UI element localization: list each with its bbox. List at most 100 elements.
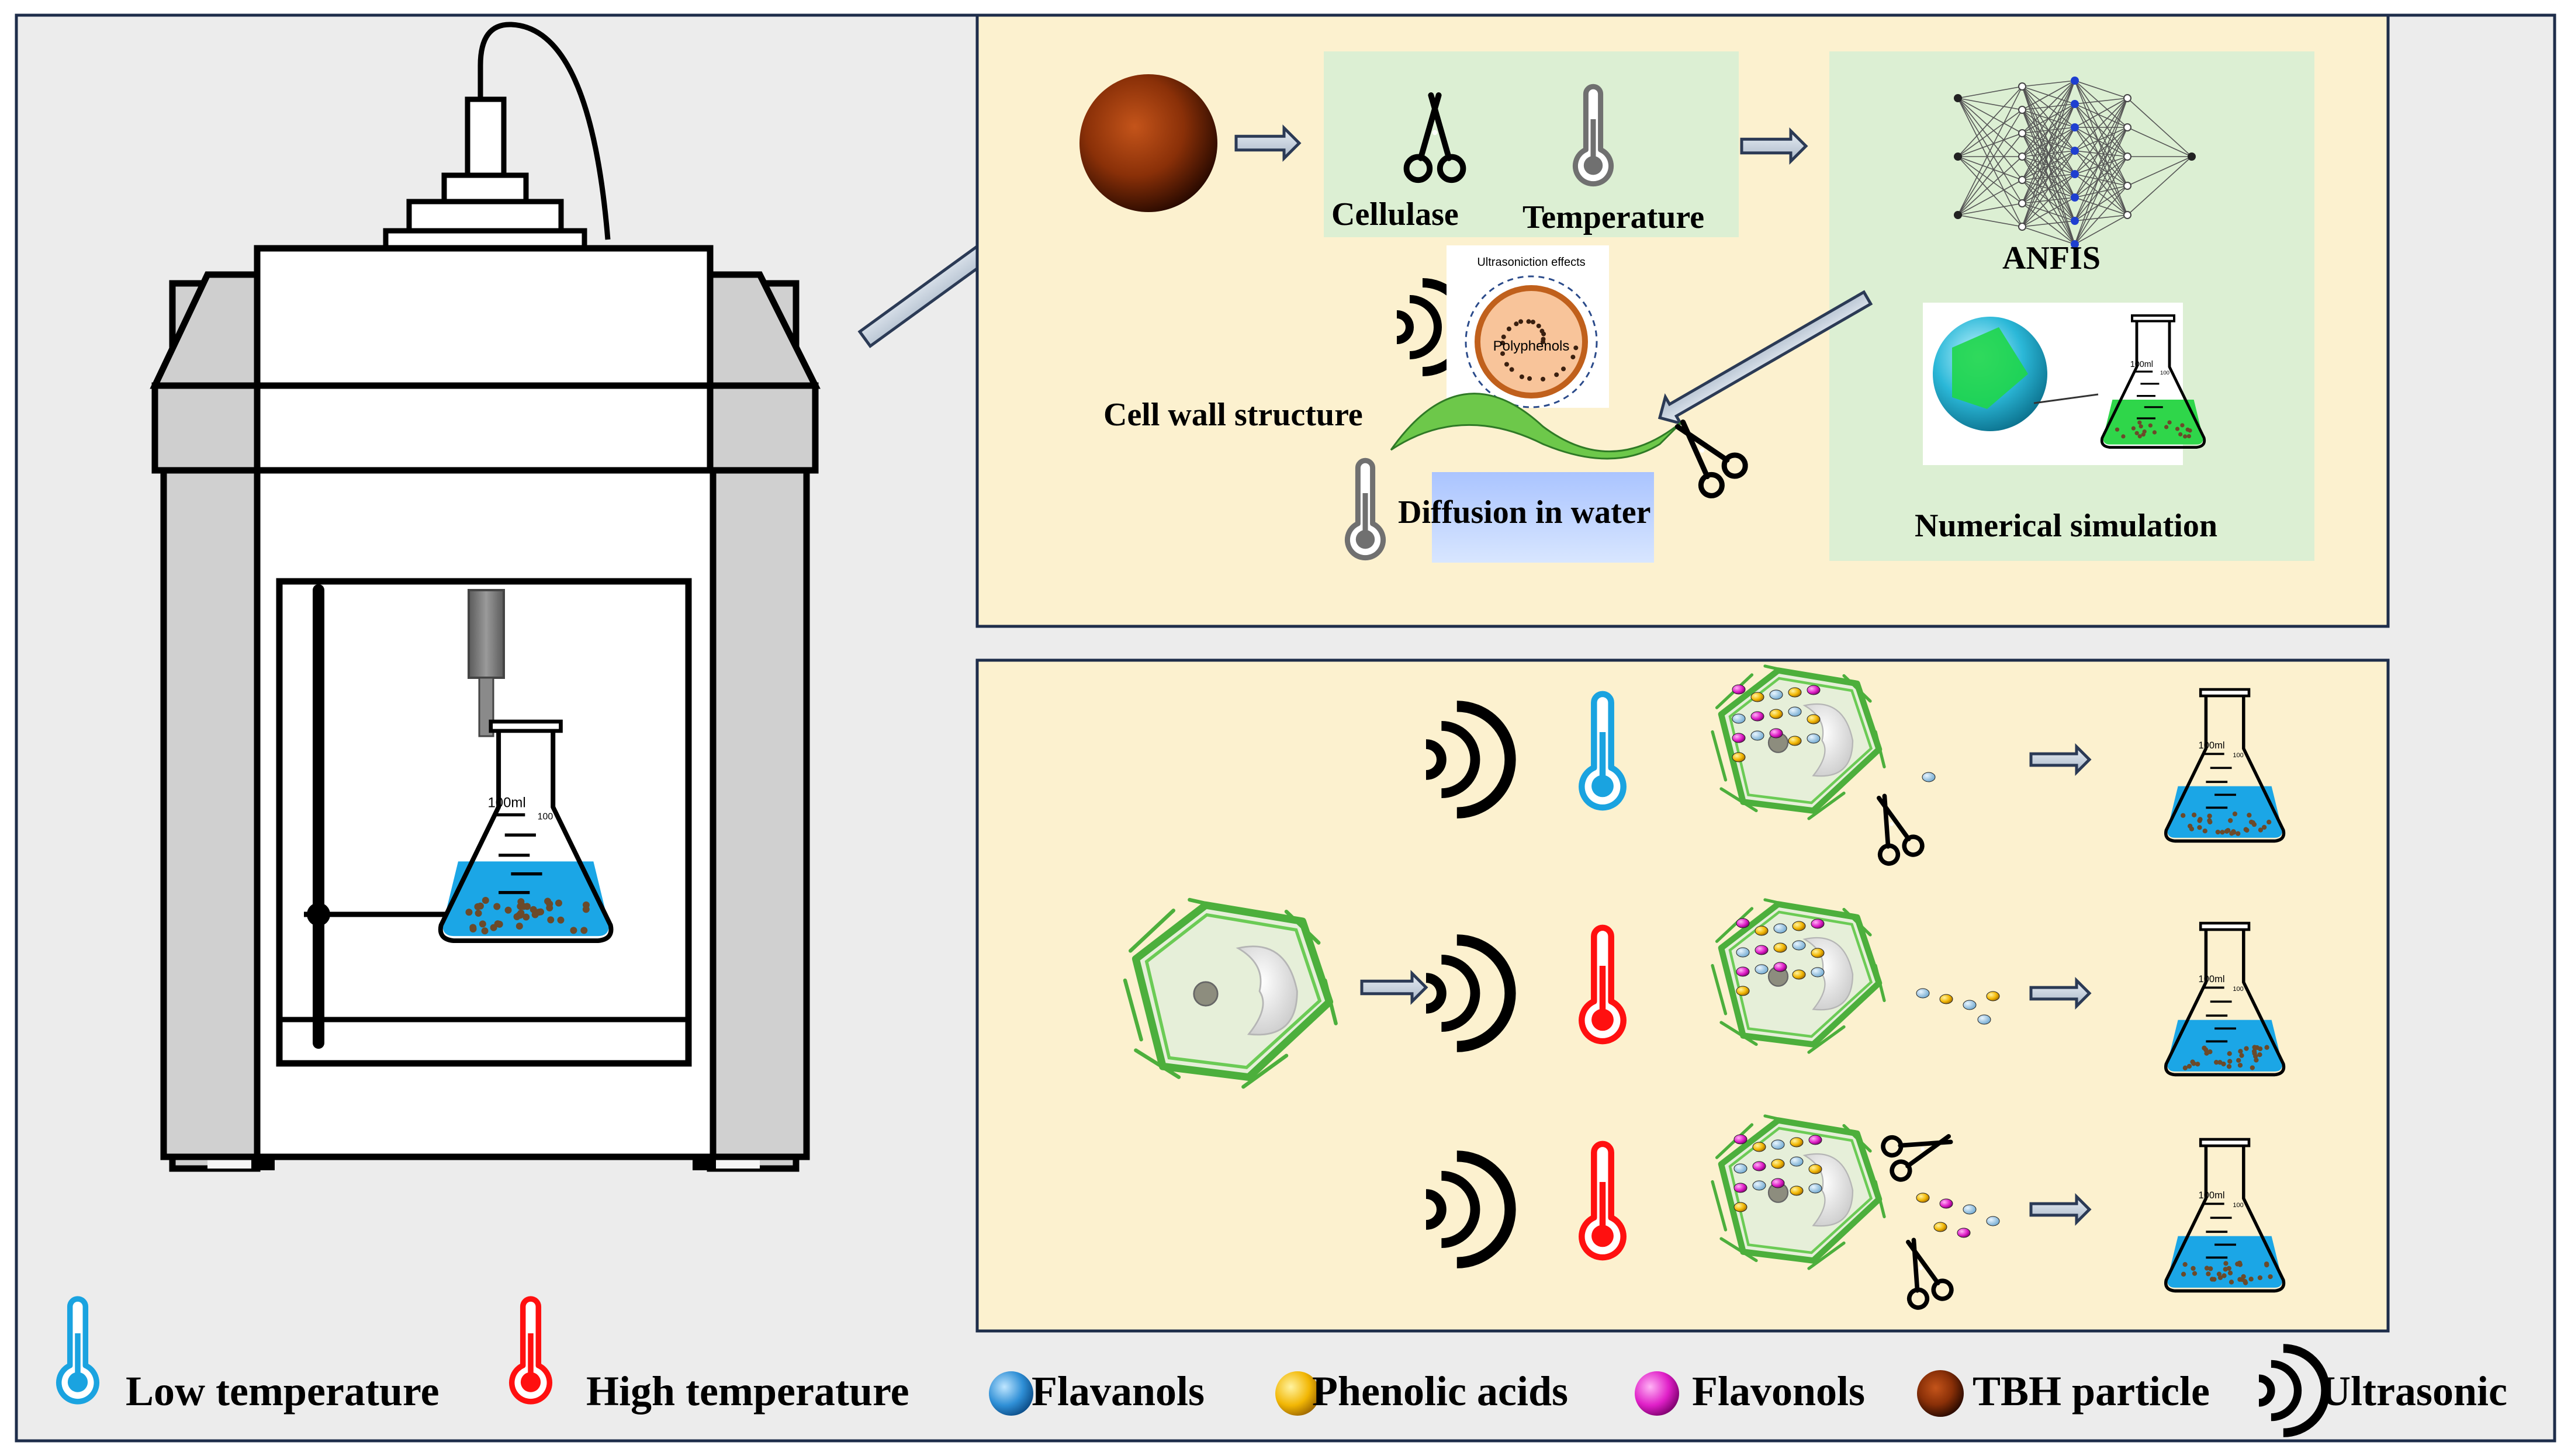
temperature-gray-icon (1572, 84, 1614, 187)
wave-arc (1441, 1171, 1480, 1248)
flask-particle (2204, 1051, 2209, 1056)
network-link (2074, 127, 2128, 157)
network-link (2074, 185, 2128, 198)
network-link (2127, 156, 2192, 186)
released-molecule (1986, 991, 2000, 1001)
network-link (2022, 150, 2075, 227)
handle-ring (1403, 154, 1433, 183)
wave-arc (1456, 701, 1516, 819)
flask-particle (2180, 423, 2185, 428)
ultrasonic-icon (2258, 1344, 2330, 1437)
network-link (2022, 80, 2075, 110)
flask-particle (2195, 1062, 2200, 1067)
thermometer-bulb (67, 1372, 88, 1392)
network-node (1954, 211, 1962, 219)
flask-particle (570, 927, 577, 934)
thermometer-column (1599, 732, 1606, 781)
thermometer-column (1590, 119, 1596, 161)
flask-particle (2227, 1051, 2232, 1056)
flask-particle (2191, 812, 2197, 817)
inset-polyphenol-dot (1541, 376, 1546, 382)
arrow-body (1740, 127, 1808, 165)
flask-particle (494, 920, 501, 928)
flask-particle (2240, 1277, 2245, 1282)
flask-particle (2251, 822, 2257, 827)
band-right (707, 382, 819, 474)
molecule-dot (1736, 918, 1750, 928)
legend-label: Low temperature (126, 1368, 440, 1415)
legend-label: Flavonols (1692, 1368, 1865, 1415)
cell-fibre (1874, 1180, 1886, 1219)
flask-outline (2164, 695, 2286, 843)
flask-particle (2264, 1045, 2269, 1050)
flask-liquid (2103, 400, 2203, 445)
cell-fibre (1719, 1237, 1758, 1263)
foot-right (693, 1154, 716, 1170)
thermometer-bulb (1591, 775, 1614, 798)
network-node (2123, 211, 2131, 219)
network-link (1957, 156, 2023, 181)
network-link (2074, 127, 2128, 186)
network-link (2074, 98, 2128, 105)
flask-particle (2181, 1271, 2186, 1277)
wave-arc (1441, 955, 1480, 1032)
anfis-network-icon (1954, 77, 2196, 248)
handle-ring (1721, 452, 1748, 479)
network-node (2123, 123, 2131, 131)
cell-fibre (1874, 963, 1886, 1003)
network-link (2022, 226, 2075, 245)
thermometer-bulb (1591, 1225, 1614, 1247)
molecule-dot (1808, 1164, 1822, 1174)
flask-particle (2229, 1280, 2234, 1285)
thermometer-column (1599, 966, 1606, 1015)
cell-wall-wave (1390, 393, 1684, 460)
flask-particle (2139, 424, 2143, 429)
cell-fibre (1842, 907, 1872, 937)
thermometer-column (75, 1333, 81, 1378)
cellulase-scissors-icon (1403, 92, 1466, 183)
molecule-dot (1788, 687, 1802, 698)
molecule-dot (1732, 713, 1746, 724)
inset-polyphenol-dot (1573, 345, 1579, 351)
network-link (2074, 156, 2128, 175)
flask-particle (2178, 432, 2183, 436)
head-front (254, 245, 714, 389)
flask-particle (517, 898, 525, 906)
legend-label: TBH particle (1973, 1368, 2210, 1415)
network-link (2074, 156, 2128, 221)
molecule-dot (1752, 1142, 1766, 1152)
wave-arc (1425, 739, 1447, 780)
cell-fibre (1719, 787, 1758, 813)
network-link (2074, 127, 2128, 175)
cell-fibre (1763, 664, 1802, 676)
molecule-dot (1752, 1180, 1766, 1191)
flask-particle (2191, 1061, 2196, 1066)
molecule-dot (1773, 923, 1787, 934)
flask-particle (2257, 1052, 2262, 1058)
band-left (151, 382, 261, 474)
cell-fibre (1711, 963, 1728, 1015)
network-link (2074, 98, 2128, 221)
cell-fibre (1874, 730, 1886, 769)
flask-particle (2213, 1060, 2219, 1065)
flavanol-dot-icon (989, 1371, 1033, 1416)
inset-polyphenol-dot (1536, 323, 1541, 328)
thermometer-bulb (1355, 530, 1375, 549)
flask-particle (2258, 827, 2264, 833)
network-link (2074, 98, 2128, 198)
flask-particle (582, 906, 590, 913)
network-link (2074, 214, 2128, 245)
flask-particle (515, 923, 523, 930)
flask-particle (2209, 1277, 2215, 1282)
handle-ring (1890, 1159, 1912, 1182)
cell-fibre (1241, 1053, 1289, 1089)
inset-polyphenol-dot (1539, 328, 1545, 334)
molecule-dot (1755, 925, 1769, 936)
flask-particle (2227, 1059, 2233, 1064)
diffusion-label: Diffusion in water (1398, 494, 1650, 531)
row-arrow (2029, 743, 2092, 776)
inset-polyphenol-dot (1514, 321, 1519, 327)
